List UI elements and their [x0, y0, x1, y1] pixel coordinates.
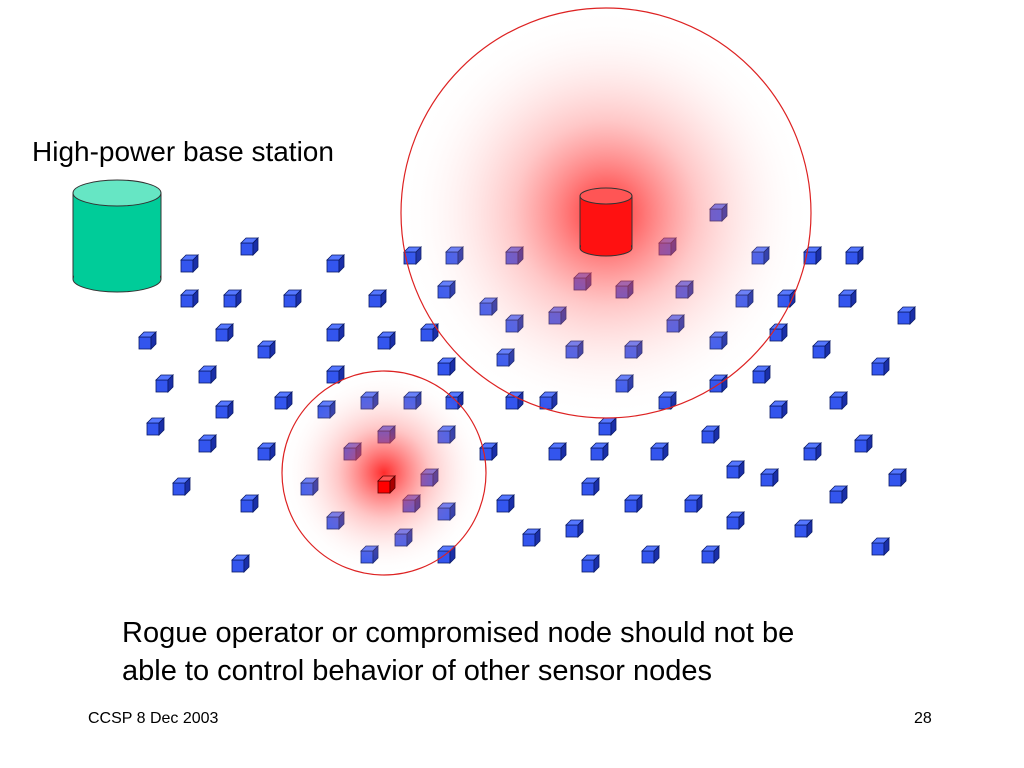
sensor-node-cube-icon: [581, 477, 600, 496]
sensor-node-cube-icon: [803, 442, 822, 461]
sensor-node-cube-icon: [838, 289, 857, 308]
sensor-node-cube-icon: [326, 254, 345, 273]
sensor-node-cube-icon: [240, 494, 259, 513]
sensor-node-cube-icon: [650, 442, 669, 461]
sensor-node-cube-icon: [326, 323, 345, 342]
sensor-node-cube-icon: [760, 468, 779, 487]
sensor-node-cube-icon: [888, 468, 907, 487]
sensor-node-cube-icon: [812, 340, 831, 359]
sensor-node-cube-icon: [598, 417, 617, 436]
sensor-node-cube-icon: [522, 528, 541, 547]
compromised-node-range: [281, 370, 487, 576]
sensor-node-cube-icon: [548, 442, 567, 461]
sensor-node-cube-icon: [794, 519, 813, 538]
sensor-node-cube-icon: [871, 537, 890, 556]
sensor-node-cube-icon: [897, 306, 916, 325]
sensor-node-cube-icon: [701, 425, 720, 444]
sensor-node-cube-icon: [283, 289, 302, 308]
sensor-node-cube-icon: [180, 289, 199, 308]
overlay-layer: [281, 7, 812, 576]
sensor-node-cube-icon: [215, 400, 234, 419]
sensor-node-cube-icon: [257, 340, 276, 359]
sensor-node-cube-icon: [726, 511, 745, 530]
slide-caption: Rogue operator or compromised node shoul…: [122, 614, 962, 690]
sensor-node-cube-icon: [829, 485, 848, 504]
sensor-node-cube-icon: [845, 246, 864, 265]
sensor-node-cube-icon: [581, 554, 600, 573]
sensor-node-cube-icon: [180, 254, 199, 273]
sensor-node-cube-icon: [726, 460, 745, 479]
sensor-node-cube-icon: [172, 477, 191, 496]
rogue-base-station-cylinder-icon: [579, 187, 633, 257]
compromised-node-cube-icon: [377, 475, 396, 494]
sensor-node-cube-icon: [590, 442, 609, 461]
sensor-node-cube-icon: [854, 434, 873, 453]
base-station-cylinder-icon: [72, 179, 162, 293]
sensor-node-cube-icon: [223, 289, 242, 308]
sensor-node-cube-icon: [701, 545, 720, 564]
sensor-node-cube-icon: [155, 374, 174, 393]
sensor-node-cube-icon: [215, 323, 234, 342]
sensor-node-cube-icon: [274, 391, 293, 410]
sensor-node-cube-icon: [769, 400, 788, 419]
sensor-node-cube-icon: [829, 391, 848, 410]
caption-line-2: able to control behavior of other sensor…: [122, 655, 713, 687]
sensor-node-cube-icon: [437, 357, 456, 376]
sensor-node-cube-icon: [146, 417, 165, 436]
sensor-node-cube-icon: [138, 331, 157, 350]
sensor-node-cube-icon: [496, 494, 515, 513]
caption-line-1: Rogue operator or compromised node shoul…: [122, 617, 795, 649]
sensor-node-cube-icon: [624, 494, 643, 513]
sensor-node-cube-icon: [231, 554, 250, 573]
sensor-node-cube-icon: [641, 545, 660, 564]
sensor-node-cube-icon: [240, 237, 259, 256]
sensor-node-cube-icon: [871, 357, 890, 376]
sensor-node-cube-icon: [684, 494, 703, 513]
sensor-node-cube-icon: [257, 442, 276, 461]
footer-date: CCSP 8 Dec 2003: [88, 710, 219, 727]
sensor-node-cube-icon: [377, 331, 396, 350]
base-station-label: High-power base station: [32, 136, 334, 167]
sensor-node-cube-icon: [565, 519, 584, 538]
cylinders: [72, 179, 633, 494]
sensor-node-cube-icon: [198, 434, 217, 453]
sensor-node-cube-icon: [752, 365, 771, 384]
sensor-node-cube-icon: [368, 289, 387, 308]
sensor-node-cube-icon: [326, 365, 345, 384]
sensor-node-cube-icon: [198, 365, 217, 384]
slide-number: 28: [914, 710, 932, 727]
